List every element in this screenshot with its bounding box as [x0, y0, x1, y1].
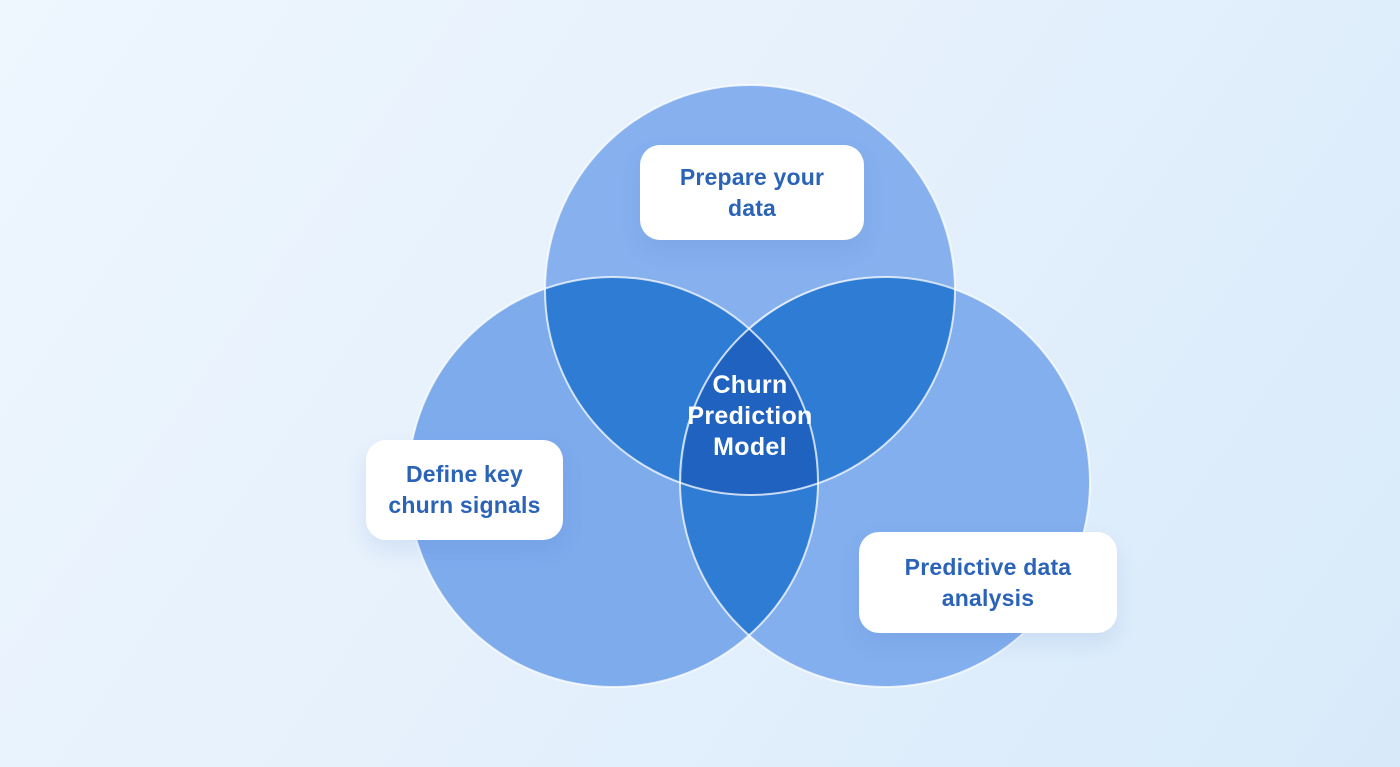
label-card-prepare-data: Prepare your data [640, 145, 864, 240]
label-card-predictive-analysis: Predictive data analysis [859, 532, 1117, 633]
venn-outline-right [679, 276, 1091, 688]
label-line: analysis [941, 584, 1035, 611]
label-line: Prepare your [679, 163, 825, 190]
label-card-churn-signals: Define key churn signals [366, 440, 563, 540]
label-line: Define key [405, 461, 524, 487]
center-label-line: Prediction [687, 402, 813, 430]
label-line: Predictive data [904, 553, 1072, 580]
label-line: churn signals [388, 492, 541, 518]
center-label-line: Churn [712, 371, 788, 399]
center-label-line: Model [713, 433, 787, 461]
center-label-churn-prediction-model: Churn Prediction Model [630, 370, 870, 463]
label-line: data [727, 194, 777, 221]
